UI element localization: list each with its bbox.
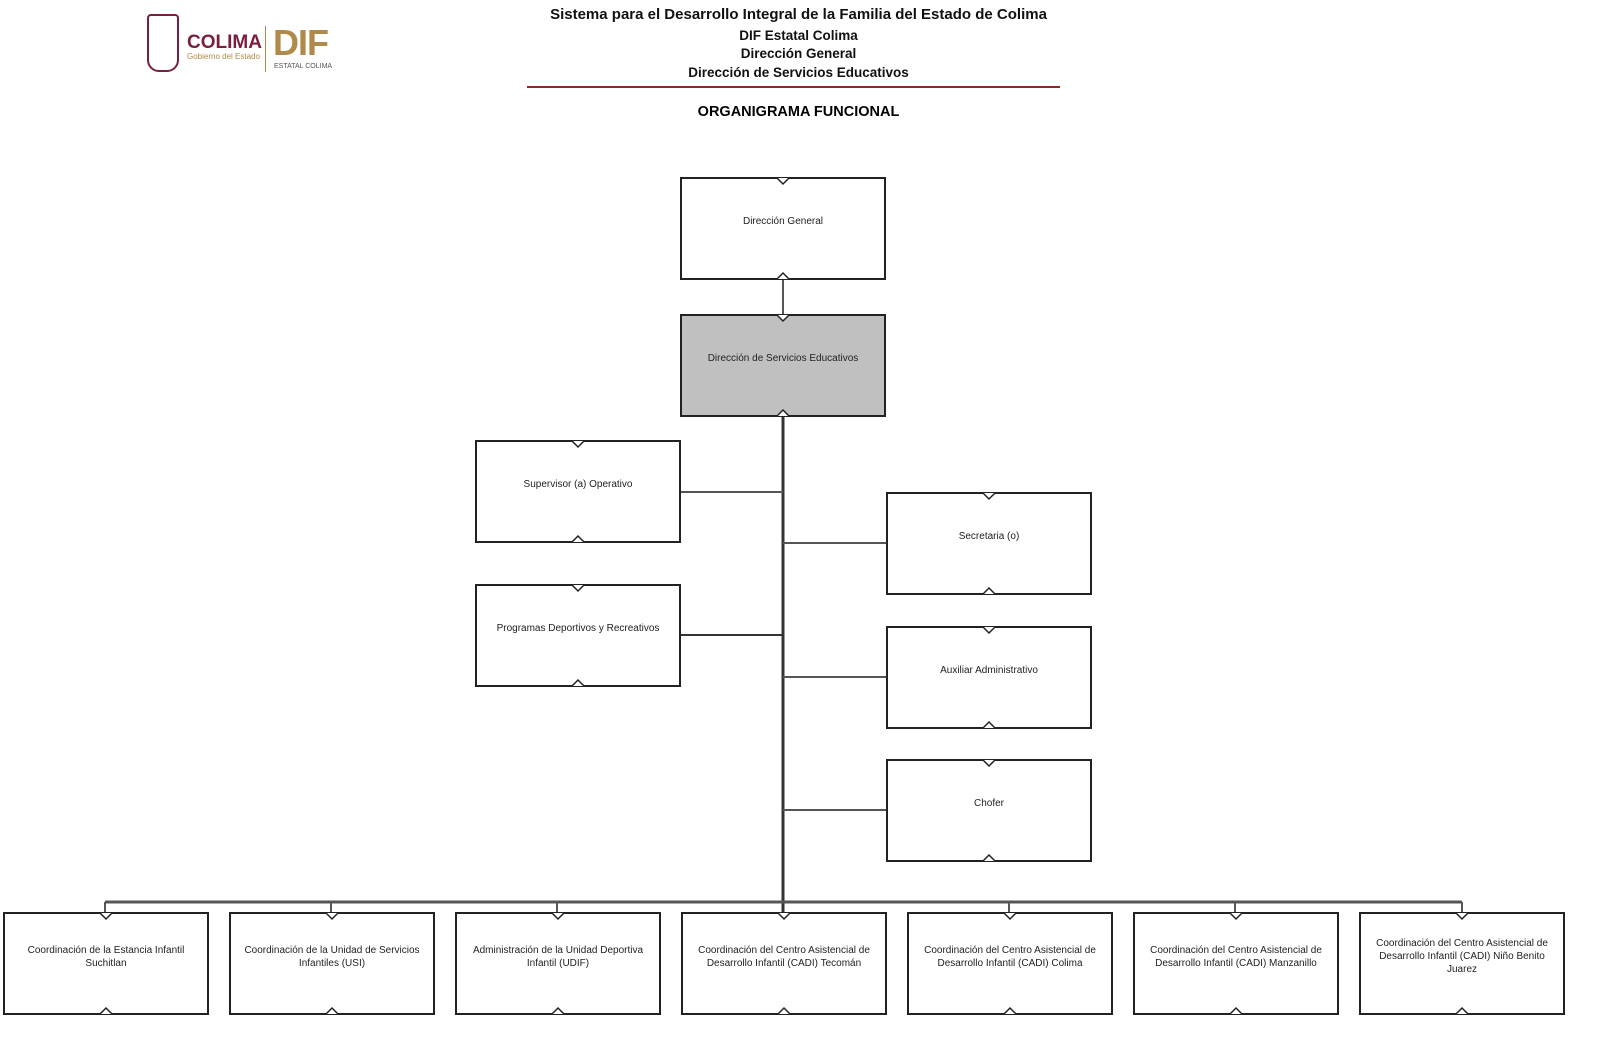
node-bottom[interactable]: Coordinación del Centro Asistencial de D… xyxy=(1133,912,1339,1015)
node-direccion-general[interactable]: Dirección General xyxy=(680,177,886,280)
node-label: Coordinación del Centro Asistencial de D… xyxy=(924,944,1096,969)
node-supervisor[interactable]: Supervisor (a) Operativo xyxy=(475,440,681,543)
header-line-1: Sistema para el Desarrollo Integral de l… xyxy=(550,6,1047,23)
node-label: Coordinación de la Unidad de Servicios I… xyxy=(244,944,420,969)
node-bottom[interactable]: Coordinación del Centro Asistencial de D… xyxy=(1359,912,1565,1015)
header-line-4: Dirección de Servicios Educativos xyxy=(688,65,909,80)
node-bottom[interactable]: Coordinación de la Unidad de Servicios I… xyxy=(229,912,435,1015)
header-line-3: Dirección General xyxy=(740,46,857,61)
node-label: Supervisor (a) Operativo xyxy=(523,479,633,490)
node-label: Coordinación del Centro Asistencial de D… xyxy=(1150,944,1322,969)
node-servicios-educativos[interactable]: Dirección de Servicios Educativos xyxy=(680,314,886,417)
chart-title: ORGANIGRAMA FUNCIONAL xyxy=(697,104,900,120)
node-label: Chofer xyxy=(973,798,1004,809)
node-chofer[interactable]: Chofer xyxy=(886,759,1092,862)
logo-subtitle: Gobierno del Estado xyxy=(187,52,260,61)
node-label: Programas Deportivos y Recreativos xyxy=(496,623,660,634)
logo-agency: DIF xyxy=(273,22,329,63)
node-label: Coordinación de la Estancia Infantil Suc… xyxy=(27,944,185,969)
node-label: Coordinación del Centro Asistencial de D… xyxy=(1376,938,1548,975)
node-bottom[interactable]: Coordinación de la Estancia Infantil Suc… xyxy=(3,912,209,1015)
logo-brand: COLIMA xyxy=(187,32,262,53)
node-label: Secretaria (o) xyxy=(958,531,1020,542)
node-bottom[interactable]: Coordinación del Centro Asistencial de D… xyxy=(907,912,1113,1015)
logo-separator xyxy=(265,26,266,72)
node-label: Administración de la Unidad Deportiva In… xyxy=(472,944,644,969)
node-programas[interactable]: Programas Deportivos y Recreativos xyxy=(475,584,681,687)
node-auxiliar[interactable]: Auxiliar Administrativo xyxy=(886,626,1092,729)
node-label: Coordinación del Centro Asistencial de D… xyxy=(698,944,870,969)
header-divider xyxy=(527,86,1060,88)
coat-of-arms-icon xyxy=(147,14,179,72)
header-line-2: DIF Estatal Colima xyxy=(739,28,858,43)
node-secretaria[interactable]: Secretaria (o) xyxy=(886,492,1092,595)
colima-dif-logo: COLIMA Gobierno del Estado DIF ESTATAL C… xyxy=(145,12,340,74)
node-label: Dirección de Servicios Educativos xyxy=(707,353,859,364)
logo-agency-sub: ESTATAL COLIMA xyxy=(274,63,333,70)
node-label: Auxiliar Administrativo xyxy=(940,665,1038,676)
node-bottom[interactable]: Administración de la Unidad Deportiva In… xyxy=(455,912,661,1015)
node-bottom[interactable]: Coordinación del Centro Asistencial de D… xyxy=(681,912,887,1015)
node-label: Dirección General xyxy=(742,216,824,227)
